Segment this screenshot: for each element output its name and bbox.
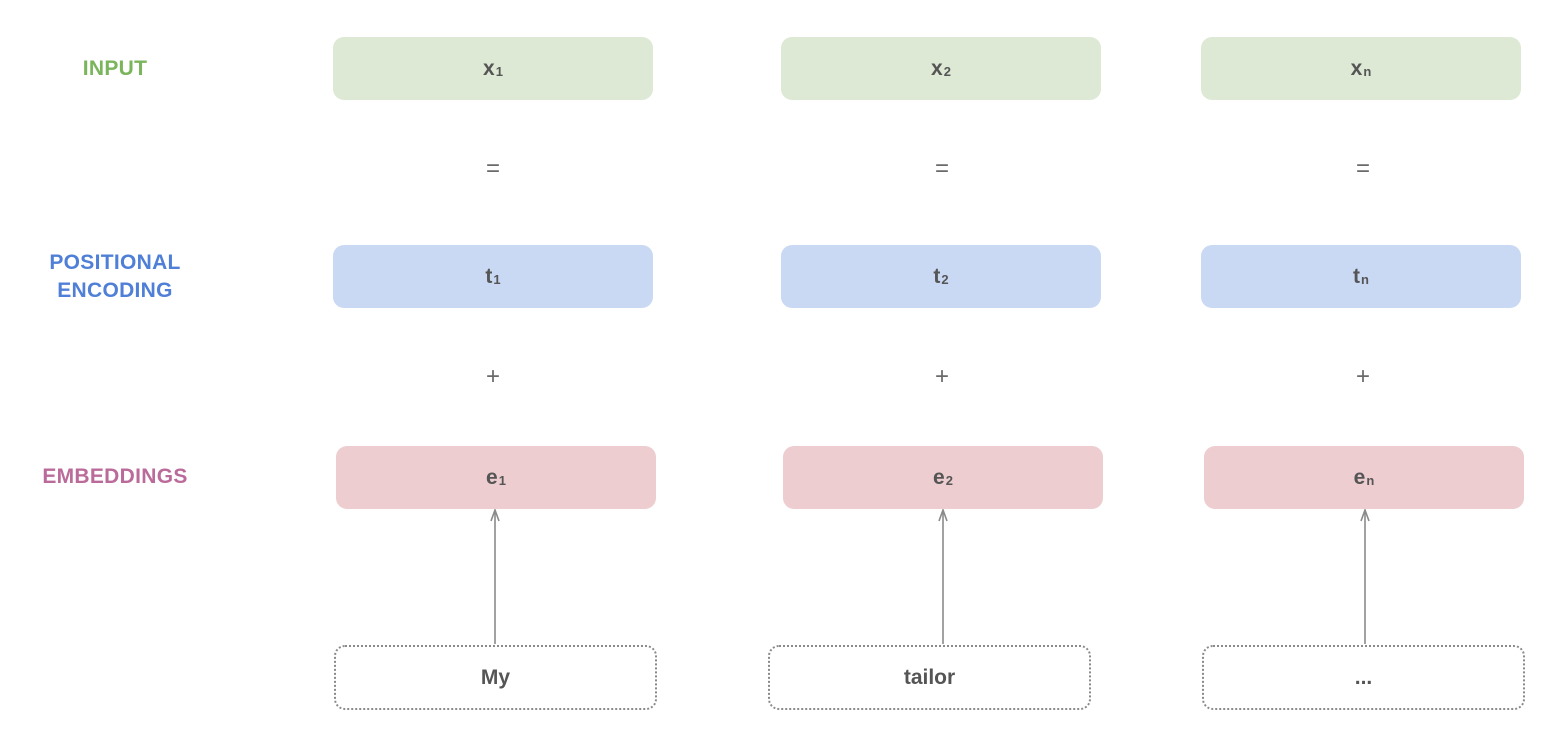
token-text-3: ... xyxy=(1354,665,1373,689)
embedding-symbol-3: e xyxy=(1353,465,1366,489)
equals-sign-2: = xyxy=(934,155,949,182)
plus-sign-3: + xyxy=(1355,363,1370,390)
equals-sign-1: = xyxy=(485,155,500,182)
token-text-2: tailor xyxy=(903,665,956,689)
input-subscript-2: 2 xyxy=(943,64,951,79)
positional-symbol-1: t xyxy=(485,264,493,288)
positional-symbol-2: t xyxy=(933,264,941,288)
embedding-subscript-3: n xyxy=(1366,473,1375,488)
equals-sign-3: = xyxy=(1355,155,1370,182)
token-text-1: My xyxy=(480,665,511,689)
embedding-subscript-2: 2 xyxy=(945,473,953,488)
input-symbol-3: x xyxy=(1350,56,1363,80)
input-label-text: INPUT xyxy=(82,57,148,80)
arrowhead-3 xyxy=(1360,507,1370,522)
token-box-1: My xyxy=(334,645,657,710)
input-symbol-2: x xyxy=(931,56,943,80)
positional-subscript-2: 2 xyxy=(941,272,949,287)
positional-label-line-2: ENCODING xyxy=(57,279,173,302)
arrowhead-2 xyxy=(938,507,948,522)
token-box-3: ... xyxy=(1202,645,1525,710)
positional-subscript-1: 1 xyxy=(493,272,501,287)
positional-encoding-row-label: POSITIONAL ENCODING xyxy=(0,249,230,305)
embedding-symbol-2: e xyxy=(933,465,945,489)
embeddings-label-text: EMBEDDINGS xyxy=(42,465,188,488)
embedding-subscript-1: 1 xyxy=(498,473,506,488)
token-box-2: tailor xyxy=(768,645,1091,710)
input-subscript-3: n xyxy=(1363,64,1372,79)
input-row-label: INPUT xyxy=(0,55,230,83)
input-subscript-1: 1 xyxy=(495,64,503,79)
plus-sign-1: + xyxy=(485,363,500,390)
embeddings-row-label: EMBEDDINGS xyxy=(0,463,230,491)
embedding-symbol-1: e xyxy=(486,465,498,489)
input-symbol-1: x xyxy=(483,56,495,80)
arrowhead-1 xyxy=(490,507,500,522)
positional-label-line-1: POSITIONAL xyxy=(49,251,181,274)
positional-symbol-3: t xyxy=(1353,264,1361,288)
plus-sign-2: + xyxy=(934,363,949,390)
positional-subscript-3: n xyxy=(1361,272,1369,287)
